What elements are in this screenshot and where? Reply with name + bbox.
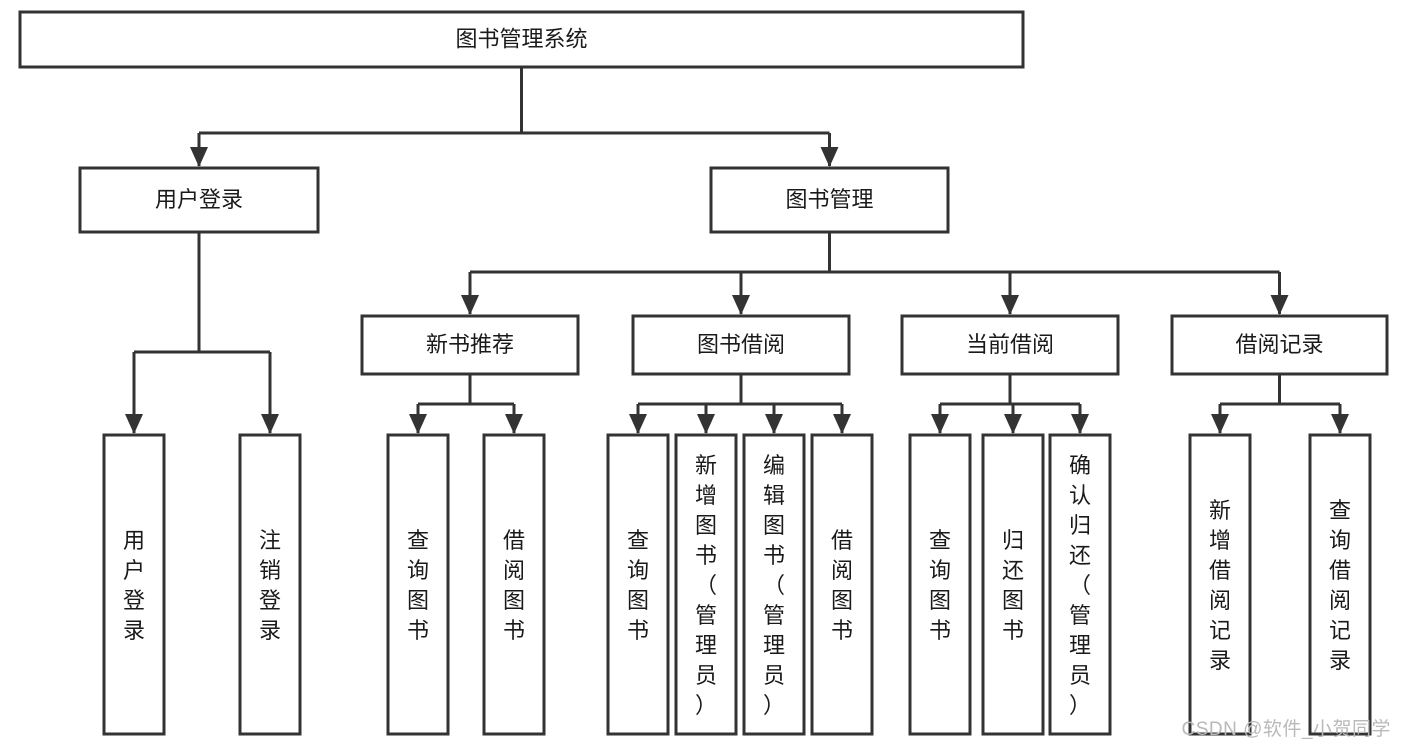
node-box-new-book-rec	[360, 314, 580, 376]
node-label-leaf-query-record: 查询借阅记录	[1329, 498, 1351, 673]
node-box-borrow-record	[1170, 314, 1389, 376]
node-leaf-query-book-1[interactable]: 查询图书	[386, 433, 450, 736]
arrow-head-icon	[409, 414, 427, 434]
arrow-head-icon	[1211, 414, 1229, 434]
node-leaf-edit-book[interactable]: 编辑图书（管理员）	[742, 433, 806, 736]
node-label-book-manage: 图书管理	[785, 187, 873, 212]
arrow-head-icon	[1004, 414, 1022, 434]
node-label-leaf-add-record: 新增借阅记录	[1209, 498, 1231, 673]
node-leaf-add-book[interactable]: 新增图书（管理员）	[674, 433, 738, 736]
node-box-leaf-confirm-return	[1048, 433, 1112, 736]
node-label-leaf-logout: 注销登录	[259, 528, 281, 643]
node-label-leaf-return-book: 归还图书	[1002, 528, 1024, 643]
arrow-head-icon	[505, 414, 523, 434]
node-box-leaf-return-book	[981, 433, 1045, 736]
arrow-head-icon	[125, 414, 143, 434]
node-label-leaf-edit-book: 编辑图书（管理员）	[763, 453, 785, 718]
node-leaf-query-book-2[interactable]: 查询图书	[606, 433, 670, 736]
nodes-layer: 图书管理系统用户登录图书管理新书推荐图书借阅当前借阅借阅记录用户登录注销登录查询…	[18, 10, 1389, 736]
node-box-leaf-edit-book	[742, 433, 806, 736]
arrow-head-icon	[732, 295, 750, 315]
node-leaf-add-record[interactable]: 新增借阅记录	[1188, 433, 1252, 736]
node-label-leaf-query-book-3: 查询图书	[929, 528, 951, 643]
node-leaf-query-record[interactable]: 查询借阅记录	[1308, 433, 1372, 736]
node-box-root	[18, 10, 1025, 69]
node-box-leaf-user-login	[102, 433, 166, 736]
node-label-leaf-borrow-book-1: 借阅图书	[503, 528, 525, 643]
arrow-head-icon	[931, 414, 949, 434]
node-label-current-borrow: 当前借阅	[966, 332, 1054, 357]
node-root[interactable]: 图书管理系统	[18, 10, 1025, 69]
node-book-borrow[interactable]: 图书借阅	[631, 314, 851, 376]
node-leaf-return-book[interactable]: 归还图书	[981, 433, 1045, 736]
connectors-layer	[125, 67, 1349, 434]
node-label-leaf-add-book: 新增图书（管理员）	[695, 453, 717, 718]
node-box-leaf-query-book-1	[386, 433, 450, 736]
node-label-leaf-confirm-return: 确认归还（管理员）	[1069, 453, 1091, 718]
arrow-head-icon	[1001, 295, 1019, 315]
node-box-book-borrow	[631, 314, 851, 376]
node-box-leaf-borrow-book-1	[482, 433, 546, 736]
node-leaf-user-login[interactable]: 用户登录	[102, 433, 166, 736]
arrow-head-icon	[461, 295, 479, 315]
node-box-leaf-query-record	[1308, 433, 1372, 736]
node-leaf-borrow-book-2[interactable]: 借阅图书	[810, 433, 874, 736]
arrow-head-icon	[1071, 414, 1089, 434]
node-box-leaf-add-record	[1188, 433, 1252, 736]
node-user-login[interactable]: 用户登录	[78, 166, 320, 234]
arrow-head-icon	[629, 414, 647, 434]
node-leaf-borrow-book-1[interactable]: 借阅图书	[482, 433, 546, 736]
node-box-leaf-query-book-3	[908, 433, 972, 736]
node-leaf-logout[interactable]: 注销登录	[238, 433, 302, 736]
node-box-user-login	[78, 166, 320, 234]
node-label-leaf-borrow-book-2: 借阅图书	[831, 528, 853, 643]
arrow-head-icon	[190, 147, 208, 167]
node-new-book-rec[interactable]: 新书推荐	[360, 314, 580, 376]
arrow-head-icon	[1331, 414, 1349, 434]
arrow-head-icon	[697, 414, 715, 434]
node-label-new-book-rec: 新书推荐	[426, 332, 514, 357]
node-box-leaf-query-book-2	[606, 433, 670, 736]
node-label-book-borrow: 图书借阅	[697, 332, 785, 357]
arrow-head-icon	[1270, 295, 1289, 315]
node-book-manage[interactable]: 图书管理	[709, 166, 950, 234]
node-current-borrow[interactable]: 当前借阅	[900, 314, 1120, 376]
node-label-leaf-query-book-2: 查询图书	[627, 528, 649, 643]
node-box-current-borrow	[900, 314, 1120, 376]
node-borrow-record[interactable]: 借阅记录	[1170, 314, 1389, 376]
node-leaf-query-book-3[interactable]: 查询图书	[908, 433, 972, 736]
arrow-head-icon	[820, 147, 839, 167]
node-box-leaf-logout	[238, 433, 302, 736]
node-label-leaf-query-book-1: 查询图书	[407, 528, 429, 643]
node-label-root: 图书管理系统	[455, 26, 587, 51]
node-label-user-login: 用户登录	[155, 187, 243, 212]
node-box-book-manage	[709, 166, 950, 234]
node-box-leaf-add-book	[674, 433, 738, 736]
node-label-leaf-user-login: 用户登录	[123, 528, 145, 643]
node-leaf-confirm-return[interactable]: 确认归还（管理员）	[1048, 433, 1112, 736]
node-box-leaf-borrow-book-2	[810, 433, 874, 736]
node-label-borrow-record: 借阅记录	[1235, 332, 1323, 357]
arrow-head-icon	[765, 414, 783, 434]
arrow-head-icon	[261, 414, 279, 434]
arrow-head-icon	[833, 414, 851, 434]
